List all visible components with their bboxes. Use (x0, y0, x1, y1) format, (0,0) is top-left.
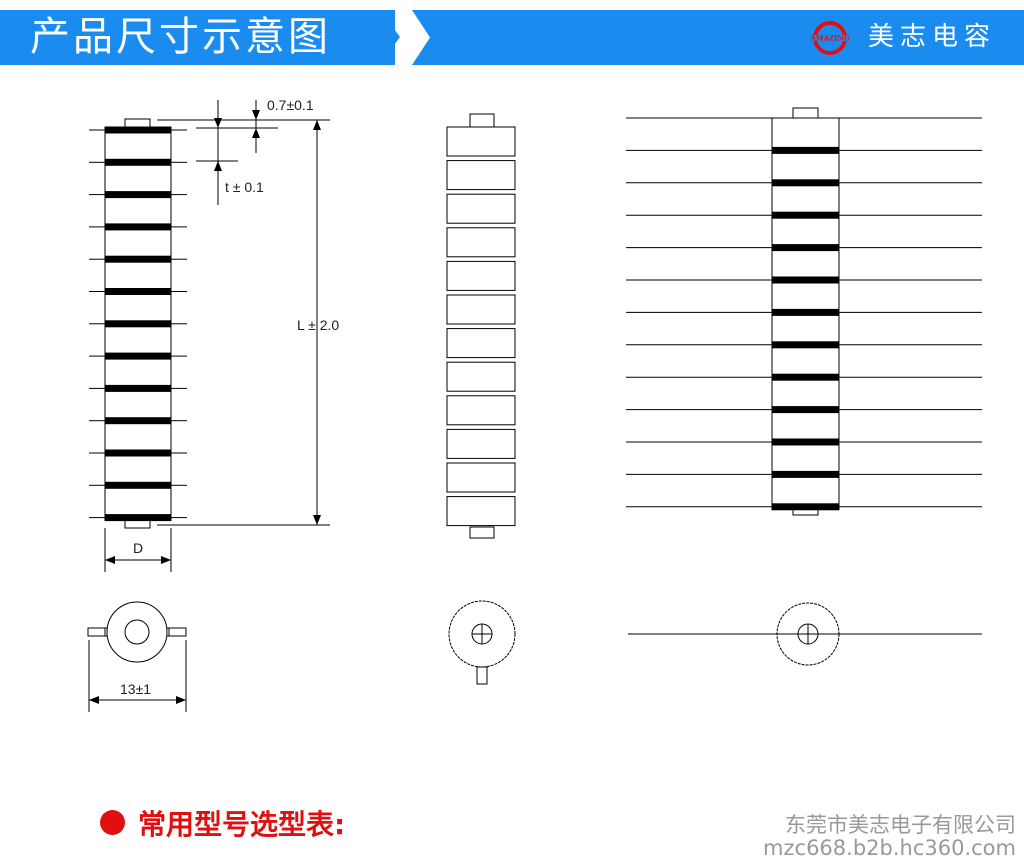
page-title: 产品尺寸示意图 (30, 14, 331, 60)
arrowhead (105, 556, 115, 564)
electrode-stripe (104, 255, 172, 263)
arrowhead (313, 120, 321, 130)
section-title: 常用型号选型表: (138, 808, 346, 841)
capacitor-block (446, 328, 516, 359)
dim-top-tab: 0.7±0.1 (267, 97, 314, 113)
electrode-stripe (104, 384, 172, 392)
electrode-stripe (104, 288, 172, 295)
arrowhead (161, 556, 171, 564)
electrode-stripe (771, 503, 840, 511)
capacitor-block (446, 428, 516, 459)
top-tab (792, 107, 819, 119)
arrowhead (252, 128, 260, 138)
capacitor-blocks-view (446, 113, 516, 685)
arrowhead (252, 110, 260, 120)
capacitor-block (446, 193, 516, 224)
electrode-stripe (104, 514, 172, 522)
capacitor-block (446, 361, 516, 392)
brand-name: 美志电容 (868, 22, 997, 52)
electrode-stripe (104, 158, 172, 166)
electrode-stripe (104, 320, 172, 328)
disc-outline (448, 600, 516, 668)
electrode-stripe (104, 126, 172, 134)
bullet-icon (100, 810, 125, 835)
electrode-stripe (771, 373, 840, 381)
top-tab (469, 113, 495, 128)
capacitor-block (446, 126, 516, 157)
dim-diameter: D (133, 540, 143, 556)
dim-length: L ± 2.0 (297, 317, 339, 333)
disc-hole (124, 619, 150, 645)
lead-plate-right (168, 627, 187, 637)
capacitor-block (446, 227, 516, 258)
electrode-stripe (104, 191, 172, 199)
electrode-stripe (104, 417, 172, 425)
capacitor-block (446, 294, 516, 325)
arrowhead (214, 118, 222, 128)
capacitor-block (446, 260, 516, 291)
capacitor-block (446, 160, 516, 191)
brand-logo: AMAZING (803, 21, 857, 55)
capacitor-block (446, 462, 516, 493)
electrode-stripe (104, 481, 172, 489)
lead-plate-left (87, 627, 106, 637)
disc-outline (106, 601, 168, 663)
electrode-stripe (771, 276, 840, 284)
capacitor-block (446, 395, 516, 426)
electrode-stripe (771, 146, 840, 154)
header-banner-right (412, 10, 1024, 65)
arrowhead (214, 161, 222, 171)
electrode-stripe (771, 406, 840, 414)
header-chevron (380, 10, 400, 64)
capacitor-stack-side-view (87, 118, 187, 663)
lead-tab (476, 666, 488, 685)
electrode-stripe (104, 223, 172, 231)
bottom-tab (469, 526, 495, 539)
dim-thickness: t ± 0.1 (225, 179, 264, 195)
capacitor-block (446, 496, 516, 527)
electrode-stripe (104, 352, 172, 360)
svg-text:AMAZING: AMAZING (809, 34, 849, 43)
electrode-stripe (771, 244, 840, 252)
arrowhead (89, 696, 99, 704)
dim-lead-width: 13±1 (120, 681, 151, 697)
electrode-stripe (771, 179, 840, 187)
electrode-stripe (771, 341, 840, 349)
electrode-stripe (771, 308, 840, 316)
arrowhead (313, 515, 321, 525)
dimension-lines (88, 100, 330, 712)
electrode-stripe (104, 449, 172, 457)
header-banner (0, 10, 395, 65)
company-name: 东莞市美志电子有限公司 (785, 813, 1016, 837)
electrode-stripe (771, 438, 840, 446)
electrode-stripe (771, 470, 840, 478)
capacitor-leads-view (626, 107, 982, 666)
disc-outline (776, 602, 840, 666)
arrowhead (176, 696, 186, 704)
website: mzc668.b2b.hc360.com (763, 836, 1016, 860)
electrode-stripe (771, 211, 840, 219)
